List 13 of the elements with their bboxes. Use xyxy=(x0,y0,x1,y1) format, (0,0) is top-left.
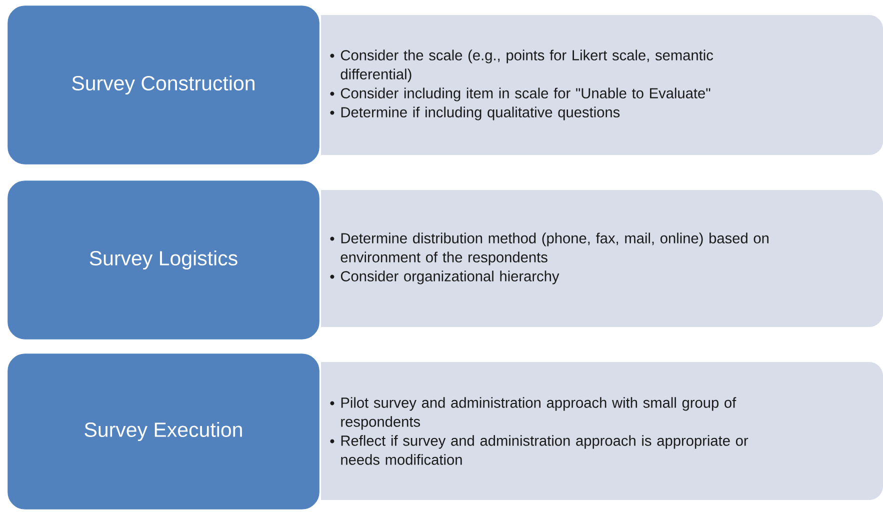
bullet-text: Consider organizational hierarchy xyxy=(340,270,560,284)
bullet-box xyxy=(321,190,883,327)
bullet-text: Consider including item in scale for "Unable to Evaluate" xyxy=(340,88,710,102)
title-box: Survey Construction xyxy=(6,4,321,166)
bullet-text: Determine distribution method (phone, fax, mail, online) based on environment of the respondents xyxy=(340,232,768,266)
bullet-text: Consider the scale (e.g., points for Likert scale, semantic differential) xyxy=(340,50,714,82)
bullet-text: Pilot survey and administration approach with small group of respondents xyxy=(341,397,736,430)
title-box: Survey Execution xyxy=(6,352,321,511)
bullet-text: Reflect if survey and administration approach is appropriate or needs modification xyxy=(341,435,748,465)
bullet-box xyxy=(321,15,883,155)
title-box: Survey Logistics xyxy=(6,179,321,341)
bullet-text: Determine if including qualitative questions xyxy=(341,106,620,120)
bullet-box xyxy=(321,362,883,500)
